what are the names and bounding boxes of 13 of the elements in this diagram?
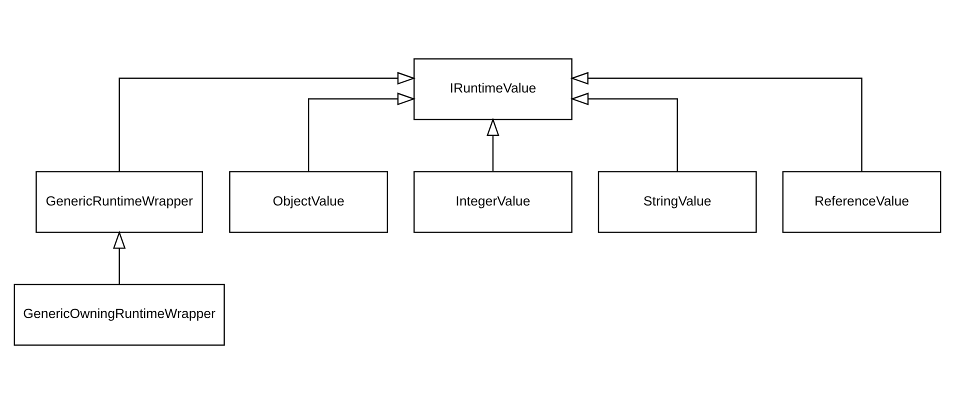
arrow — [486, 117, 500, 171]
node-box: IntegerValue — [414, 170, 572, 232]
arrow — [570, 71, 862, 171]
arrow — [118, 71, 416, 171]
node-box: GenericOwningRuntimeWrapper — [14, 283, 225, 346]
arrow — [570, 92, 678, 172]
arrow — [112, 230, 126, 284]
node-box: ObjectValue — [229, 170, 388, 232]
node-box: IRuntimeValue — [414, 58, 572, 120]
node-box: ReferenceValue — [782, 170, 942, 232]
arrow — [308, 92, 416, 172]
node-box: StringValue — [598, 170, 757, 232]
node-box: GenericRuntimeWrapper — [36, 170, 204, 232]
